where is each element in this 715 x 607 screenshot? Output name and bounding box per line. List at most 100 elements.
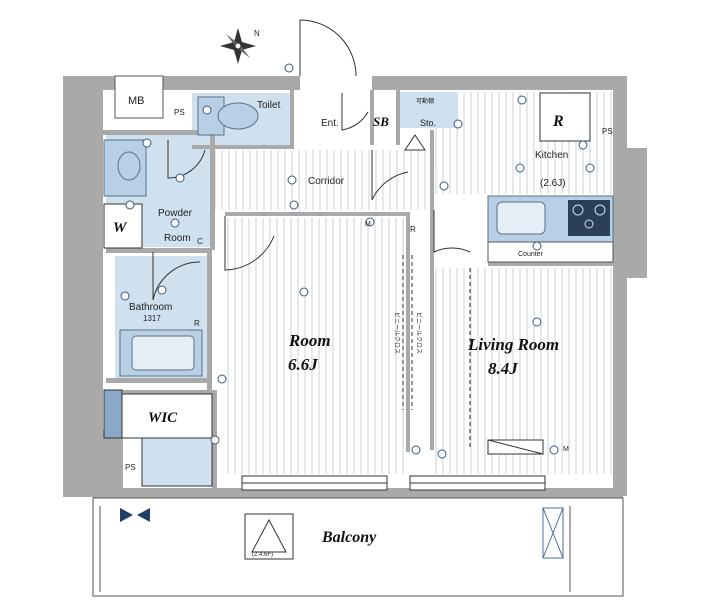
wall-toilet-bottom xyxy=(192,145,294,149)
hall-step-mark xyxy=(404,134,426,151)
m-marker: M xyxy=(365,221,371,228)
outlet-icon xyxy=(549,445,559,455)
powder-label-2: Room xyxy=(164,233,191,244)
living-m-marker: M xyxy=(563,446,569,453)
refrigerator-label: R xyxy=(552,113,564,130)
compass-icon: N xyxy=(220,28,260,64)
wall-south xyxy=(93,488,623,498)
living-shelf-diag xyxy=(487,439,544,455)
sliding-door-note-1: ビニールクロス xyxy=(393,312,401,354)
outlet-icon xyxy=(120,291,130,301)
counter-top xyxy=(487,241,614,263)
room-name: Room xyxy=(288,331,331,350)
corridor-label: Corridor xyxy=(308,176,345,187)
kitchen-sink xyxy=(496,201,546,235)
bath-r-marker: R xyxy=(194,319,200,328)
balcony-area xyxy=(92,497,624,597)
wic-rail xyxy=(103,389,123,439)
wall-sb-east xyxy=(396,90,400,145)
bathroom-label: Bathroom xyxy=(129,302,172,313)
outlet-icon xyxy=(437,449,447,459)
kitchen-stove xyxy=(568,200,610,236)
entrance-door-swing xyxy=(299,19,357,77)
drain-icon-left xyxy=(120,508,133,522)
wall-toilet-east xyxy=(290,90,294,145)
wall-bath-top xyxy=(106,248,210,253)
outlet-icon xyxy=(125,200,135,210)
living-size: 8.4J xyxy=(488,359,518,378)
washer-space xyxy=(103,203,143,249)
storage-note: 可動棚 xyxy=(416,97,434,105)
wic-shelf-box xyxy=(141,437,213,487)
wic-box xyxy=(121,393,213,439)
shoe-box-label: SB xyxy=(373,114,389,129)
outlet-icon xyxy=(202,105,212,115)
c-marker: C xyxy=(197,237,203,246)
burner-3 xyxy=(584,219,594,229)
sb-door-swing xyxy=(341,93,369,131)
aircon-note: (2.4.6F) xyxy=(252,552,273,558)
wall-east-column xyxy=(627,148,647,278)
wall-west-column xyxy=(63,445,93,497)
refrigerator-space xyxy=(539,92,591,142)
powder-label-1: Powder xyxy=(158,208,193,219)
outlet-icon xyxy=(517,95,527,105)
outlet-icon xyxy=(157,285,167,295)
ps-top-label: PS xyxy=(174,108,185,117)
entrance-label: Ent. xyxy=(321,118,339,129)
living-door-swing xyxy=(433,210,471,253)
washer-label: W xyxy=(113,220,128,236)
compass-north-label: N xyxy=(254,29,260,38)
wall-west xyxy=(63,76,103,496)
wic-label: WIC xyxy=(148,410,178,426)
wall-bath-east xyxy=(207,250,212,390)
balcony-hatch-x2 xyxy=(542,507,564,559)
room-door-swing xyxy=(224,216,275,271)
wall-room-east xyxy=(406,212,410,452)
kitchen-size: (2.6J) xyxy=(540,178,566,189)
room-size: 6.6J xyxy=(288,355,318,374)
bath-door-swing xyxy=(152,252,201,301)
ps-bottom-label: PS xyxy=(125,463,136,472)
outlet-icon xyxy=(210,435,220,445)
aircon-triangle xyxy=(251,518,287,553)
outlet-icon xyxy=(289,200,299,210)
counter-label: Counter xyxy=(518,251,544,258)
outlet-icon xyxy=(142,138,152,148)
burner-1 xyxy=(572,204,584,216)
electrical-symbols xyxy=(120,63,595,459)
corridor-floor-hatch xyxy=(214,150,426,210)
balcony-label: Balcony xyxy=(321,529,377,546)
wall-room-top xyxy=(225,212,410,216)
outlet-icon xyxy=(217,374,227,384)
wall-sw-block xyxy=(103,430,123,490)
kitchen-label: Kitchen xyxy=(535,150,568,161)
outlet-icon xyxy=(170,218,180,228)
sliding-door-note-2: ビニールクロス xyxy=(415,312,423,354)
outlet-icon xyxy=(453,119,463,129)
mb-box xyxy=(114,75,164,119)
bathroom-size: 1317 xyxy=(143,314,161,323)
toilet-label: Toilet xyxy=(257,100,281,111)
wall-powder-top xyxy=(103,130,213,135)
outlet-icon xyxy=(411,445,421,455)
outlet-icon xyxy=(515,163,525,173)
living-name: Living Room xyxy=(467,335,559,354)
outlet-icon xyxy=(532,317,542,327)
storage-label: Sto. xyxy=(420,118,436,128)
storage-area xyxy=(400,92,458,128)
toilet-bowl xyxy=(217,102,259,130)
ps-right-label: PS xyxy=(602,127,613,136)
wall-sb-west xyxy=(370,90,374,145)
wall-east xyxy=(613,76,627,496)
wall-living-west xyxy=(430,130,434,450)
wall-wic-top xyxy=(122,390,214,394)
counter-edge xyxy=(488,262,613,266)
outlet-icon xyxy=(578,140,588,150)
outlet-icon xyxy=(287,175,297,185)
outlet-icon xyxy=(365,217,375,227)
outlet-icon xyxy=(299,287,309,297)
room-floor-hatch xyxy=(227,218,404,474)
mb-label: MB xyxy=(128,95,145,107)
